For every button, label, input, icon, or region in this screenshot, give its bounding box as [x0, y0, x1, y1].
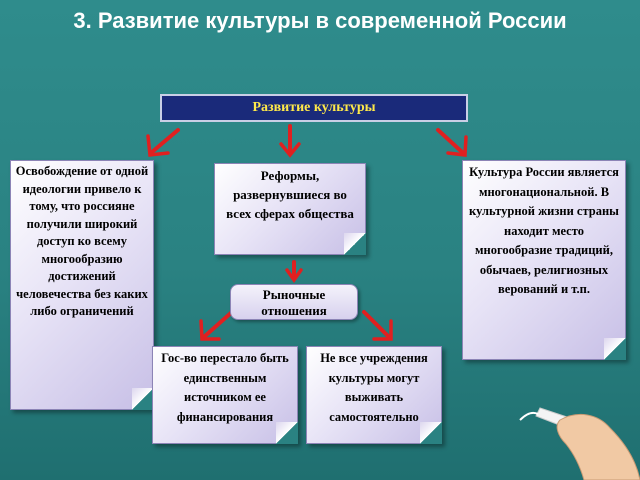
header-box: Развитие культуры — [160, 94, 468, 122]
arrow-to-bottom-left-head — [199, 319, 221, 341]
arrow-to-right — [436, 128, 464, 154]
right-note: Культура России является многонациональн… — [462, 160, 626, 360]
hand-with-chalk-image — [519, 407, 640, 480]
page-curl — [420, 422, 442, 444]
arrow-to-market-head — [285, 268, 303, 284]
page-curl — [132, 388, 154, 410]
bottom-left-note: Гос-во перестало быть единственным источ… — [152, 346, 298, 444]
bottom-right-note: Не все учреждения культуры могут выживат… — [306, 346, 442, 444]
bottom-right-note-text: Не все учреждения культуры могут выживат… — [320, 351, 428, 424]
page-curl — [344, 233, 366, 255]
arrow-to-right-head — [446, 135, 468, 157]
arrow-to-left — [150, 128, 180, 154]
page-curl — [276, 422, 298, 444]
right-note-text: Культура России является многонациональн… — [469, 165, 619, 296]
market-box: Рыночные отношения — [230, 284, 358, 320]
left-note: Освобождение от одной идеологии привело … — [10, 160, 154, 410]
arrow-to-left-head — [146, 134, 170, 157]
arrow-to-bottom-right — [362, 310, 390, 338]
arrow-to-bottom-left — [203, 310, 234, 338]
slide-title: 3. Развитие культуры в современной Росси… — [73, 8, 567, 33]
bottom-left-note-text: Гос-во перестало быть единственным источ… — [161, 351, 289, 424]
arrow-to-bottom-right-head — [372, 319, 393, 341]
page-curl — [604, 338, 626, 360]
left-note-text: Освобождение от одной идеологии привело … — [15, 164, 149, 318]
mid-note: Реформы, развернувшиеся во всех сферах о… — [214, 163, 366, 255]
mid-note-text: Реформы, развернувшиеся во всех сферах о… — [226, 168, 354, 221]
arrow-to-mid-head — [279, 142, 301, 158]
